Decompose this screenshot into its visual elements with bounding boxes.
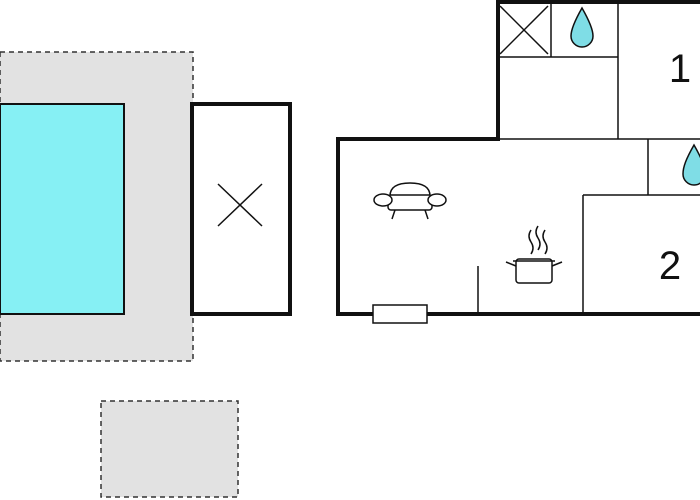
storage-cross-icon <box>499 5 549 55</box>
shed-cross-icon <box>217 183 263 227</box>
armchair-icon <box>373 182 447 220</box>
room-number-1: 1 <box>669 47 691 91</box>
window-icon <box>372 304 428 324</box>
water-drop-icon <box>682 143 700 186</box>
cooking-pot-icon <box>505 225 563 284</box>
shed <box>190 102 292 316</box>
room-number-2: 2 <box>659 244 681 288</box>
interior-walls <box>477 2 700 314</box>
swimming-pool <box>0 103 125 315</box>
outdoor-area <box>100 400 239 498</box>
water-drop-icon <box>570 6 594 48</box>
